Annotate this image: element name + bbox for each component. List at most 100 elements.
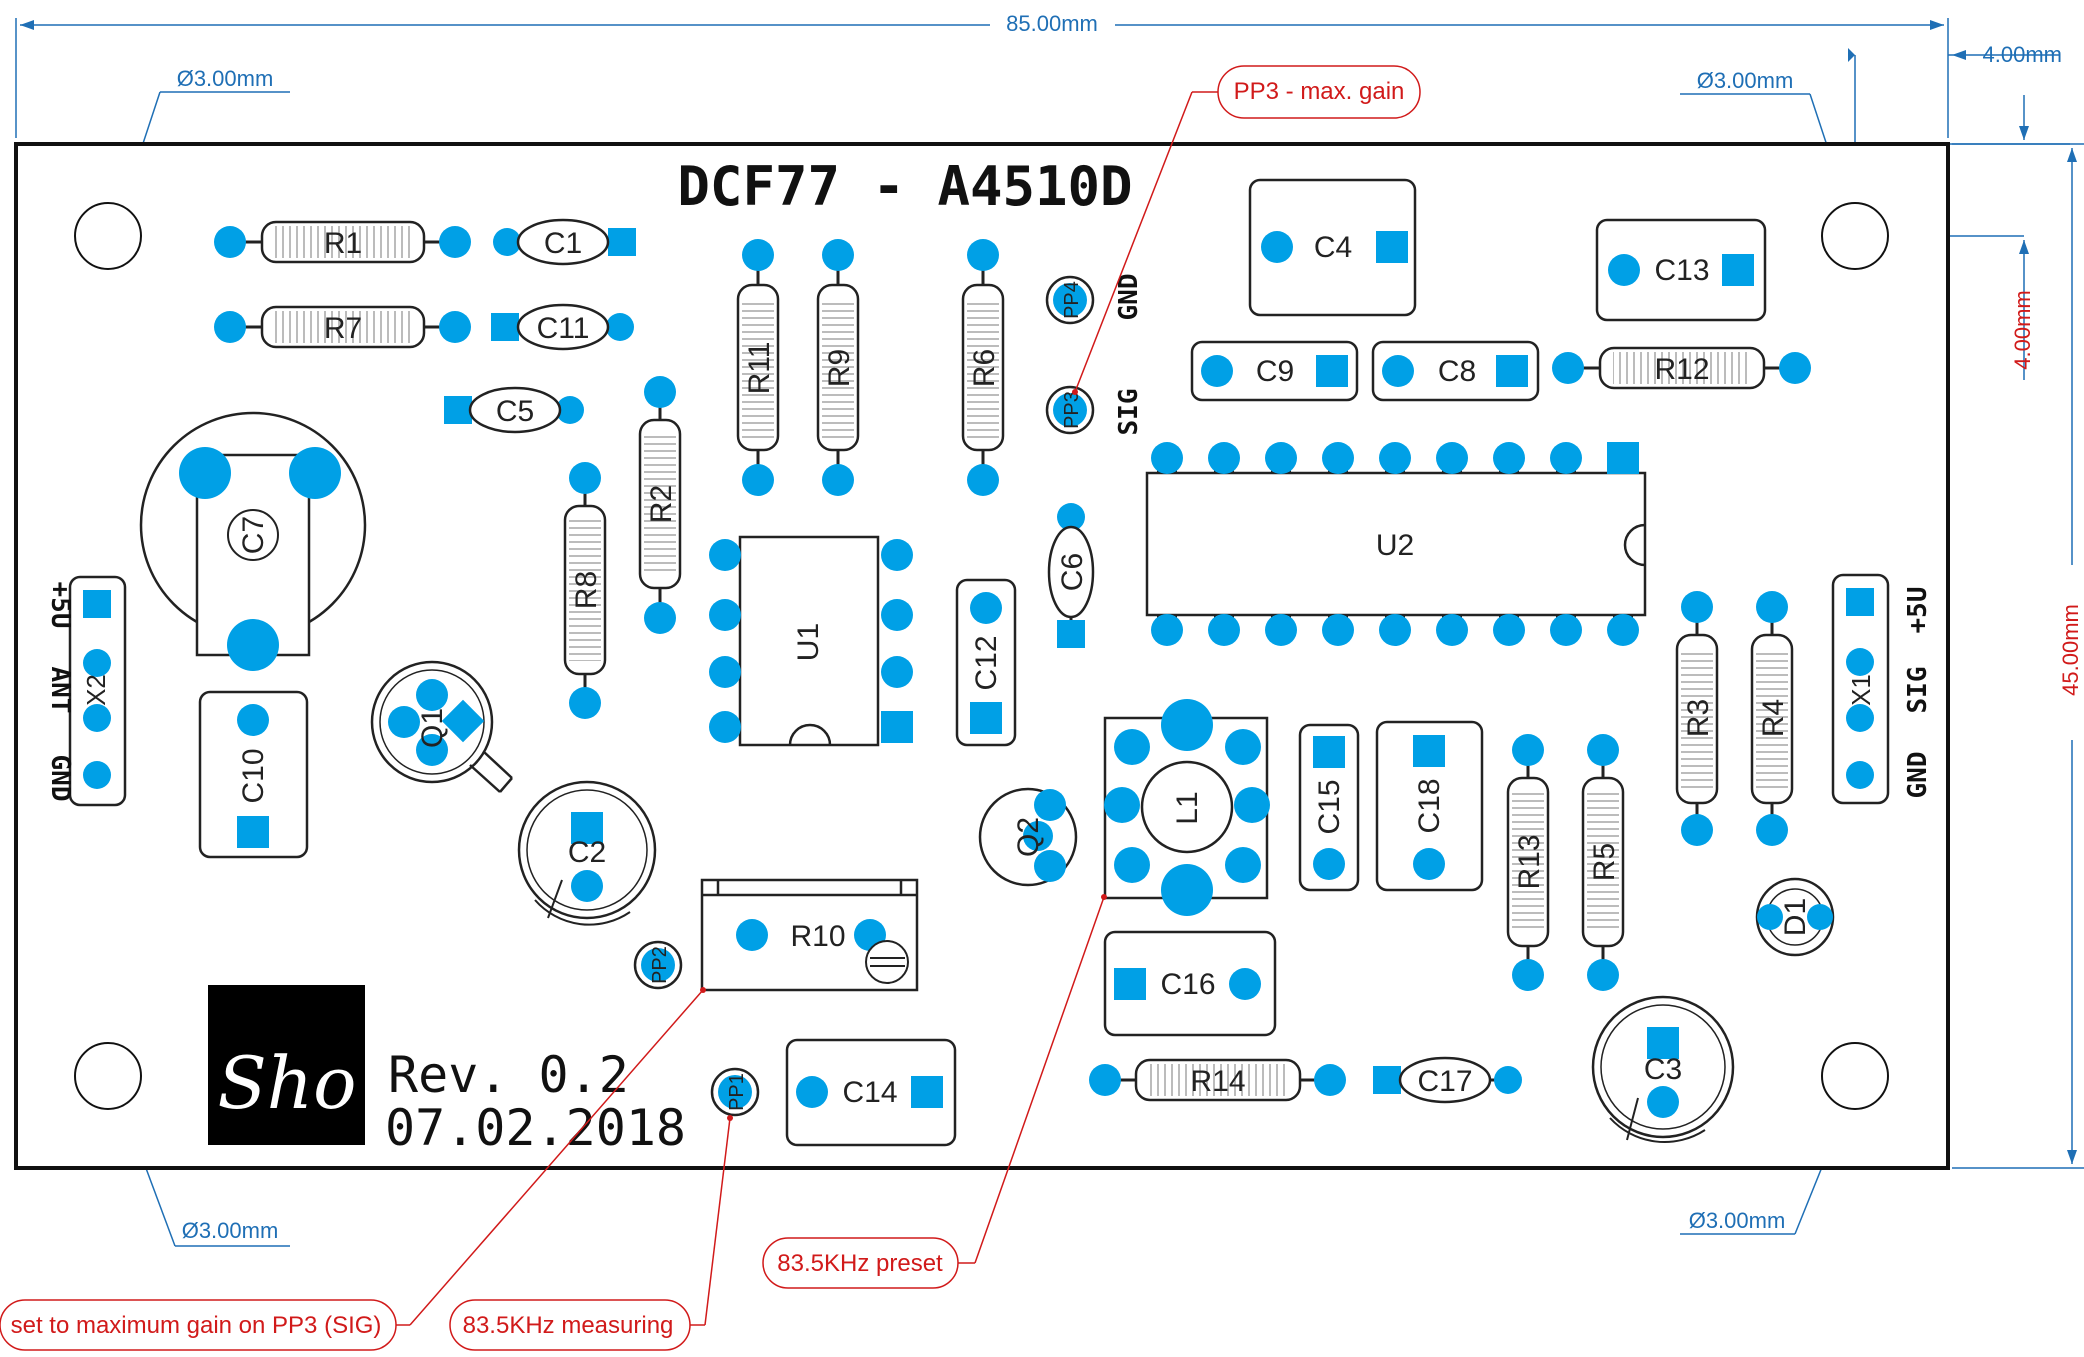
test-sig-label: SIG (1114, 389, 1144, 436)
callout-gain-label: set to maximum gain on PP3 (SIG) (11, 1312, 382, 1339)
capacitor-c3: C3 (1591, 995, 1735, 1144)
revision-label: Rev. 0.2 (388, 1046, 629, 1104)
capacitor-c15: C15 (1298, 723, 1360, 892)
callout-measuring-label: 83.5KHz measuring (463, 1312, 674, 1339)
r2-label: R2 (645, 485, 678, 523)
logo-text: Sho (217, 1041, 356, 1125)
capacitor-c12: C12 (955, 578, 1017, 747)
test-point-pp1: PP1 (710, 1067, 760, 1117)
c1-label: C1 (544, 227, 582, 260)
mounting-hole-bl (74, 1042, 142, 1110)
pp2-label: PP2 (649, 946, 671, 984)
u2-label: U2 (1376, 529, 1414, 562)
resistor-r14: R14 (1089, 1058, 1346, 1102)
resistor-r7: R7 (214, 305, 471, 349)
r7-label: R7 (324, 312, 362, 345)
capacitor-c17: C17 (1373, 1056, 1522, 1104)
c13-label: C13 (1654, 254, 1709, 287)
test-point-pp2: PP2 (633, 940, 683, 990)
u2-pin-pad (1208, 614, 1240, 646)
r3-label: R3 (1682, 699, 1715, 737)
offset-y-label: 4.00mm (2010, 290, 2035, 369)
c6-label: C6 (1056, 553, 1089, 591)
r11-label: R11 (743, 342, 776, 395)
height-label: 45.00mm (2058, 604, 2083, 696)
ic-u2: U2 (1145, 442, 1647, 646)
resistor-r11: R11 (736, 239, 780, 496)
resistor-r5: R5 (1581, 734, 1625, 991)
capacitor-c18: C18 (1375, 720, 1484, 892)
dimension-width: 85.00mm (15, 11, 1949, 138)
resistor-r1: R1 (214, 220, 471, 264)
capacitor-c1: C1 (493, 218, 636, 266)
r8-label: R8 (570, 571, 603, 609)
r12-label: R12 (1654, 353, 1709, 386)
date-label: 07.02.2018 (385, 1099, 686, 1157)
resistor-r6: R6 (961, 239, 1005, 496)
c17-label: C17 (1417, 1065, 1472, 1098)
test-point-pp3: PP3 (1045, 385, 1095, 435)
u2-pin-pad (1550, 614, 1582, 646)
u2-pin-pad (1550, 442, 1582, 474)
q1-label: Q1 (416, 708, 449, 748)
c15-label: C15 (1313, 779, 1346, 834)
x1-pin-gnd: GND (1903, 752, 1933, 799)
resistor-r13: R13 (1506, 734, 1550, 991)
pp1-label: PP1 (726, 1073, 748, 1111)
c9-label: C9 (1256, 355, 1294, 388)
u2-pin-pad (1151, 442, 1183, 474)
trimmer-r10: R10 (700, 878, 919, 992)
c11-label: C11 (537, 312, 590, 345)
transistor-q2: Q2 (978, 787, 1078, 887)
capacitor-c13: C13 (1595, 218, 1767, 322)
c3-label: C3 (1644, 1053, 1682, 1086)
hole-tl-label: Ø3.00mm (177, 66, 274, 91)
c14-label: C14 (842, 1076, 897, 1109)
capacitor-c5: C5 (444, 386, 584, 434)
x1-pin-sig: SIG (1903, 667, 1933, 714)
c8-label: C8 (1438, 355, 1476, 388)
u2-pin-pad (1493, 442, 1525, 474)
test-gnd-label: GND (1114, 274, 1144, 321)
capacitor-c14: C14 (785, 1038, 957, 1147)
callout-measuring: 83.5KHz measuring (449, 1115, 733, 1351)
resistor-r3: R3 (1675, 591, 1719, 846)
diode-d1: D1 (1755, 877, 1835, 957)
resistor-r9: R9 (816, 239, 860, 496)
x2-pin-gnd: GND (45, 755, 75, 802)
callout-preset: 83.5KHz preset (762, 894, 1107, 1289)
c18-label: C18 (1413, 778, 1446, 833)
resistor-r2: R2 (638, 376, 682, 634)
capacitor-c16: C16 (1103, 930, 1277, 1037)
r14-label: R14 (1190, 1065, 1245, 1098)
c7-label: C7 (237, 516, 270, 554)
u2-pin-pad (1322, 442, 1354, 474)
c2-label: C2 (568, 836, 606, 869)
ic-u1: U1 (709, 535, 913, 747)
capacitor-c8: C8 (1371, 340, 1540, 402)
capacitor-c9: C9 (1190, 340, 1359, 402)
callout-gain: set to maximum gain on PP3 (SIG) (0, 987, 706, 1351)
x1-label: X1 (1846, 674, 1876, 706)
pp4-label: PP4 (1061, 281, 1083, 319)
c16-label: C16 (1160, 968, 1215, 1001)
mounting-hole-tr (1821, 202, 1889, 270)
u1-label: U1 (792, 623, 825, 661)
u2-pin-pad (1493, 614, 1525, 646)
r4-label: R4 (1757, 699, 1790, 737)
r13-label: R13 (1513, 834, 1546, 889)
x2-label: X2 (81, 674, 111, 706)
x2-pin-5v: +5U (45, 582, 75, 629)
dimension-height: 45.00mm (1952, 143, 2084, 1169)
resistor-r4: R4 (1750, 591, 1794, 846)
d1-label: D1 (1779, 898, 1812, 936)
resistor-r8: R8 (563, 462, 607, 719)
u2-pin-pad (1436, 442, 1468, 474)
capacitor-c2: C2 (517, 780, 657, 926)
r1-label: R1 (324, 227, 362, 260)
capacitor-c4: C4 (1248, 178, 1417, 317)
resistor-r12: R12 (1552, 346, 1811, 390)
r9-label: R9 (823, 349, 856, 387)
